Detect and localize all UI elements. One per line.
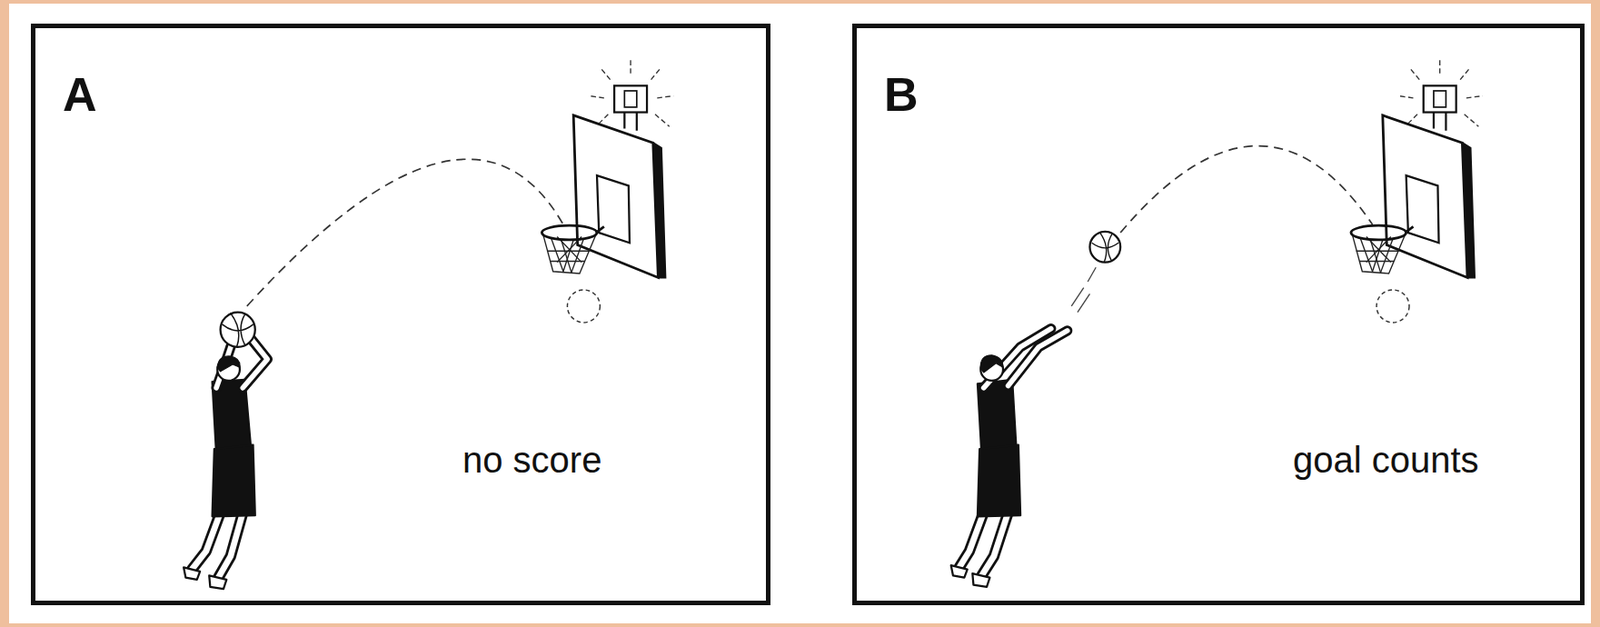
panel-caption: goal counts — [1292, 438, 1480, 481]
panel-frame: Ano score — [30, 23, 771, 606]
panel-letter: B — [884, 68, 919, 123]
panel-caption: no score — [462, 438, 602, 481]
page-ground — [9, 3, 1591, 624]
panel-letter: A — [62, 68, 98, 123]
panel-frame: Bgoal counts — [852, 23, 1585, 606]
